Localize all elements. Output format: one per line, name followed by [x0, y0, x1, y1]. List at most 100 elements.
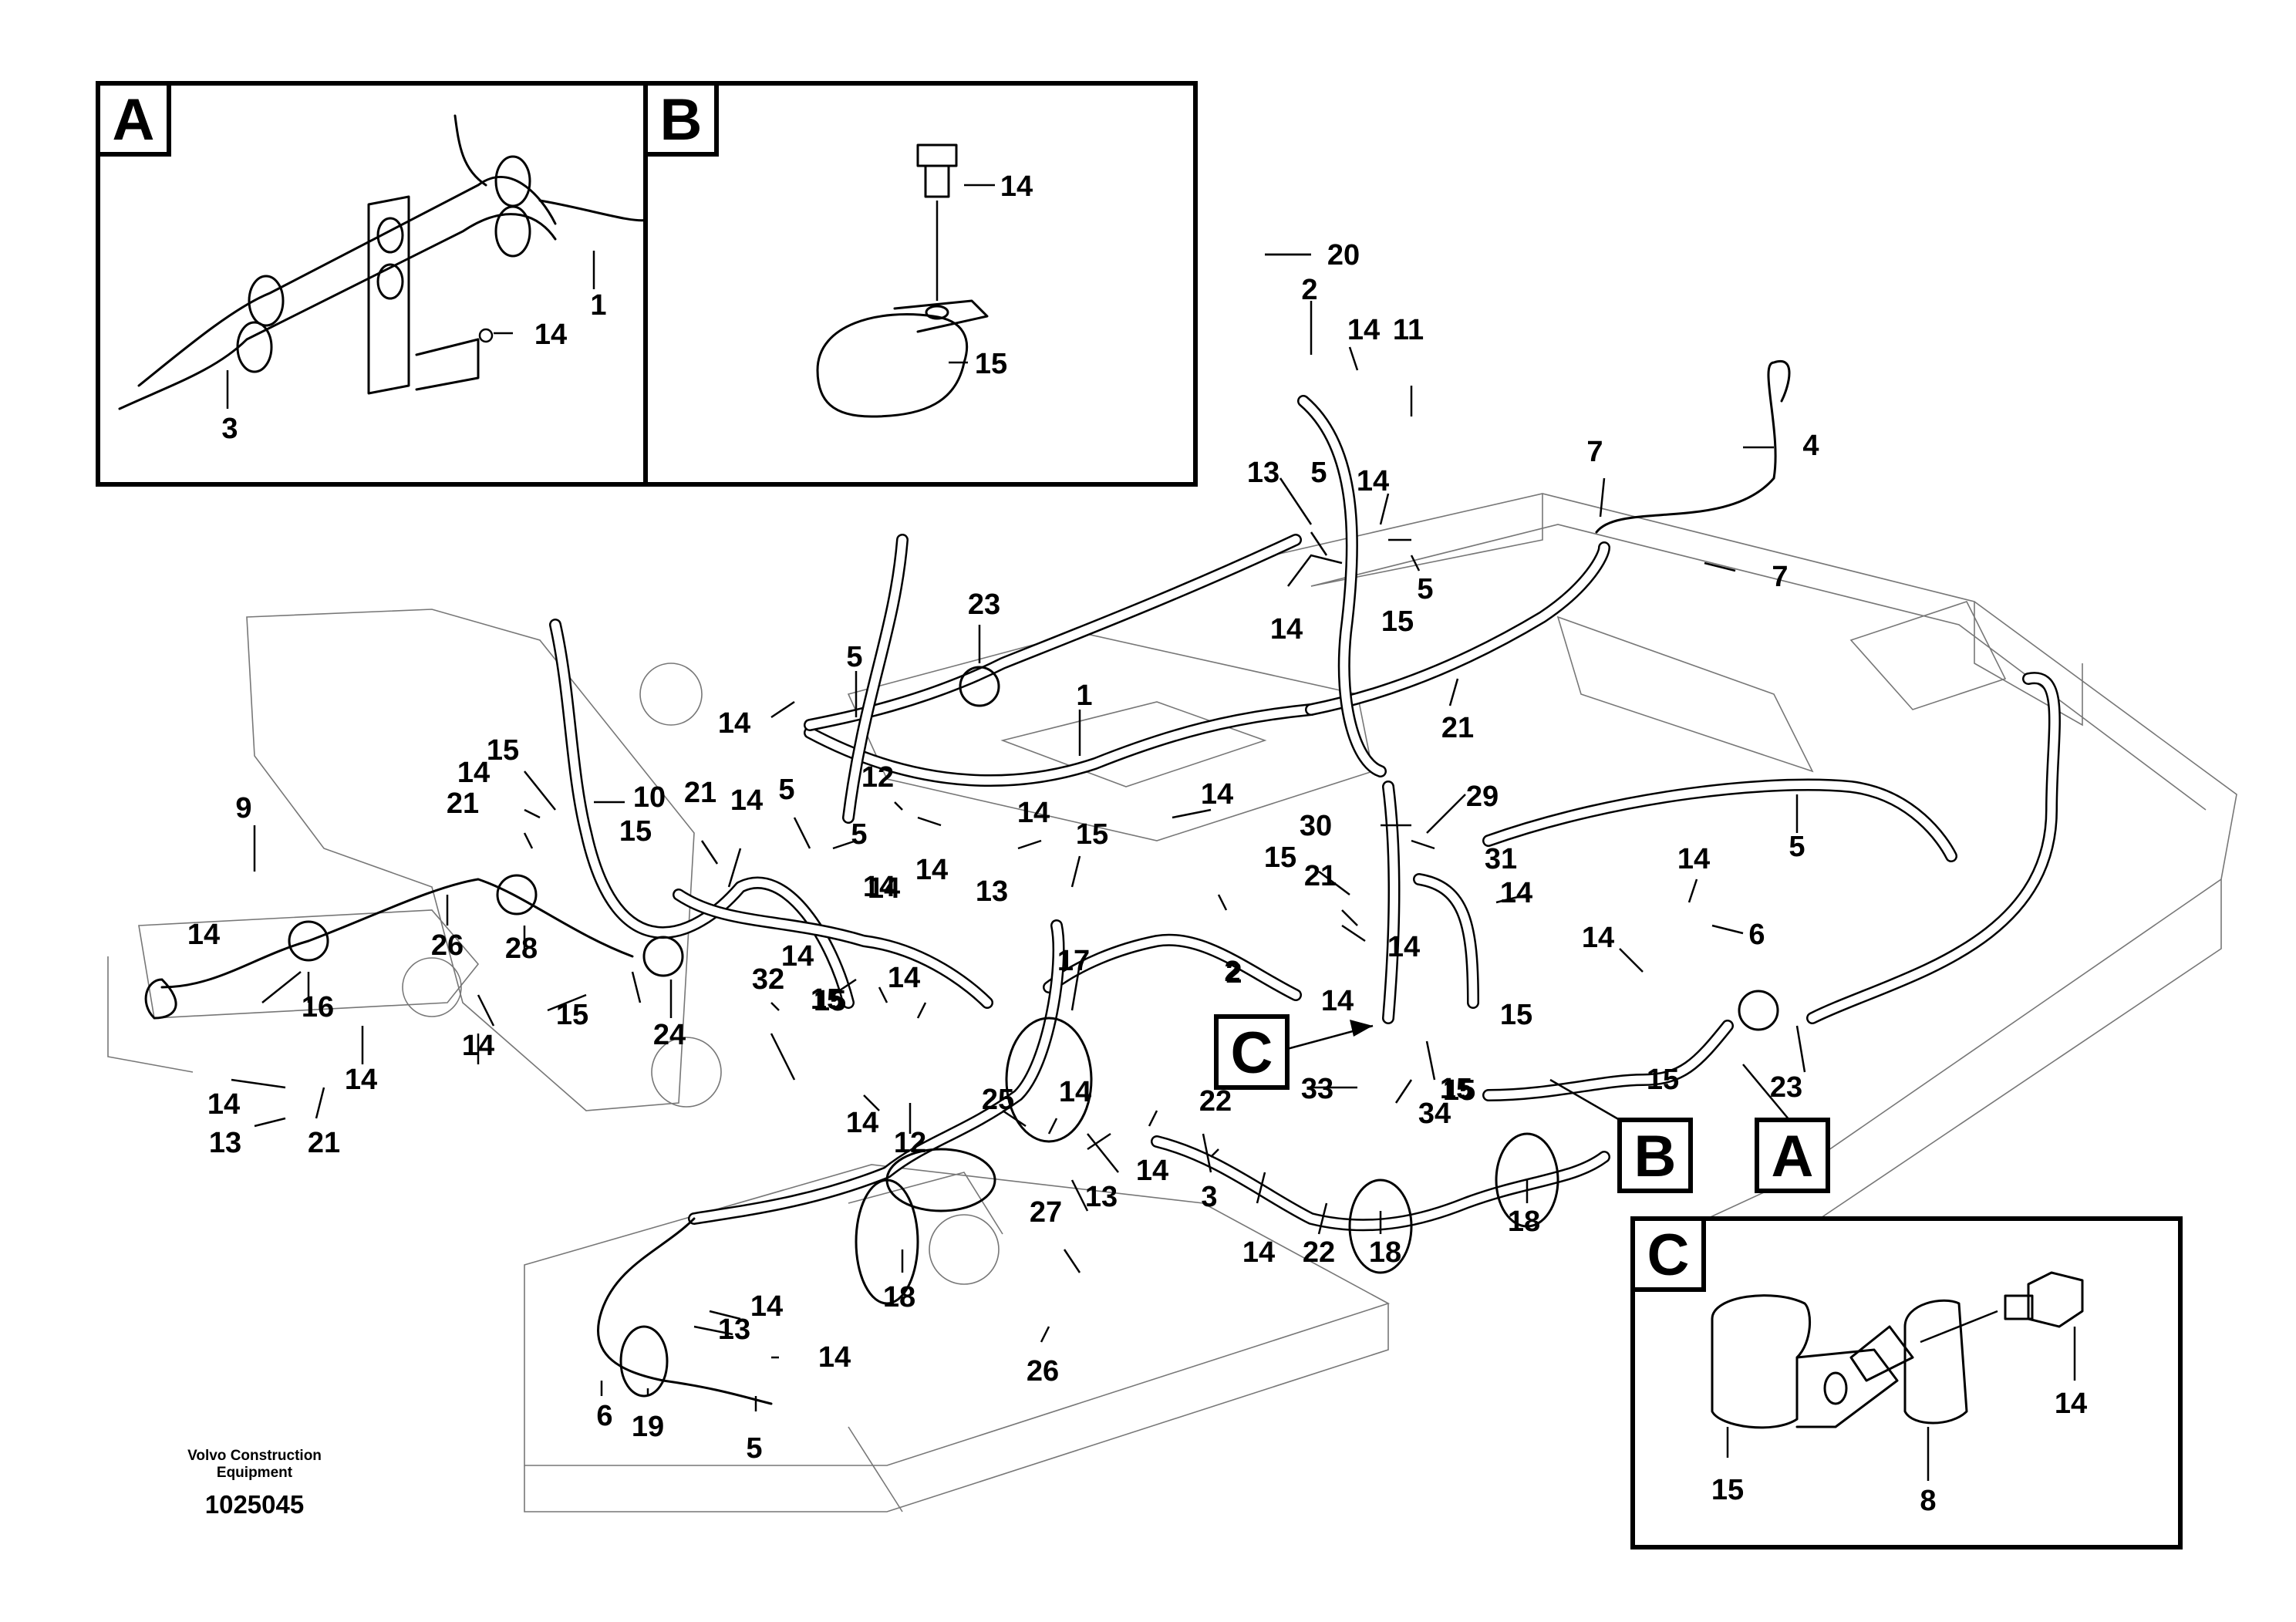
callout-14: 14 [1270, 613, 1303, 646]
callout-2: 2 [1301, 274, 1317, 306]
callout-15: 15 [1443, 1074, 1475, 1107]
detail-b-label: B [660, 87, 703, 153]
callout-31: 31 [1485, 843, 1517, 875]
callout-14: 14 [730, 784, 763, 817]
callout-17: 17 [1057, 945, 1090, 977]
pointer-box-a: A [1742, 1064, 1830, 1193]
pointer-a-label: A [1772, 1124, 1814, 1189]
callout-6: 6 [596, 1400, 612, 1432]
callout-5: 5 [778, 774, 794, 806]
callout-14: 14 [888, 962, 920, 994]
callout-25: 25 [982, 1084, 1014, 1116]
callout-15: 15 [1647, 1064, 1679, 1096]
callout-7: 7 [1586, 436, 1603, 468]
callout-15: 15 [811, 983, 843, 1016]
callout-5: 5 [746, 1432, 762, 1465]
detail-box-c: C 14 15 8 [1630, 1216, 2183, 1549]
callout-15: 15 [556, 999, 588, 1031]
callout-18: 18 [883, 1281, 915, 1313]
callout-14: 14 [1357, 465, 1389, 497]
callout-13: 13 [1085, 1181, 1118, 1213]
callout-10: 10 [633, 781, 666, 814]
callout-14: 14 [1387, 931, 1420, 963]
callout-leaders [231, 253, 1806, 1411]
callout-20: 20 [1327, 239, 1360, 271]
callout-34: 34 [1418, 1098, 1451, 1130]
callout-14: 14 [846, 1107, 878, 1139]
callout-23: 23 [1770, 1071, 1802, 1104]
callout-5: 5 [1417, 573, 1433, 605]
machine-frame-outline [107, 493, 2237, 1512]
callout-21: 21 [1304, 860, 1337, 892]
callout-c-15: 15 [1711, 1474, 1744, 1506]
callout-30: 30 [1300, 810, 1332, 842]
callout-14: 14 [345, 1064, 377, 1096]
callout-23: 23 [968, 588, 1000, 621]
callout-21: 21 [1441, 712, 1474, 744]
callout-labels: 20 2 14 11 4 7 13 5 14 7 5 15 14 23 1 5 … [187, 239, 1819, 1465]
callout-14: 14 [1321, 985, 1354, 1017]
callout-14: 14 [1582, 922, 1614, 954]
callout-22: 22 [1303, 1236, 1335, 1269]
callout-14: 14 [781, 940, 814, 973]
footer-brand-line2: Equipment [217, 1465, 293, 1481]
callout-6: 6 [1748, 919, 1765, 951]
footer-brand-line1: Volvo Construction [187, 1448, 322, 1464]
callout-14: 14 [818, 1341, 851, 1374]
pointer-b-label: B [1634, 1124, 1677, 1189]
callout-11: 11 [1393, 314, 1424, 346]
callout-15: 15 [487, 734, 519, 767]
callout-9: 9 [235, 792, 251, 824]
callout-14: 14 [462, 1030, 494, 1062]
callout-5: 5 [1789, 831, 1805, 863]
callout-5: 5 [846, 641, 862, 673]
callout-33: 33 [1301, 1073, 1333, 1105]
callout-15: 15 [1264, 841, 1296, 874]
callout-7: 7 [1772, 561, 1788, 593]
callout-a-14: 14 [534, 319, 567, 351]
callout-4: 4 [1802, 430, 1819, 462]
callout-14: 14 [207, 1088, 240, 1121]
callout-13: 13 [209, 1127, 241, 1159]
callout-15: 15 [619, 815, 652, 848]
callout-26: 26 [431, 929, 464, 962]
callout-14: 14 [457, 757, 490, 789]
drawing-number: 1025045 [205, 1490, 304, 1519]
pointer-box-c: C [1214, 1014, 1374, 1090]
callout-3: 3 [1201, 1181, 1217, 1213]
callout-c-14: 14 [2055, 1388, 2087, 1420]
callout-12: 12 [894, 1127, 926, 1159]
callout-15: 15 [1381, 605, 1414, 638]
callout-13: 13 [1247, 457, 1279, 489]
callout-29: 29 [1466, 781, 1499, 813]
callout-a-3: 3 [221, 413, 238, 445]
callout-b-15: 15 [975, 348, 1007, 380]
callout-b-14: 14 [1000, 170, 1033, 203]
callout-14: 14 [868, 872, 900, 905]
detail-box-a: A 1 14 3 [96, 81, 649, 487]
callout-15: 15 [814, 985, 846, 1017]
callout-14: 14 [1500, 877, 1532, 909]
callout-28: 28 [505, 932, 538, 965]
callout-15: 15 [1076, 818, 1108, 851]
callout-22: 22 [1199, 1085, 1232, 1118]
detail-a-label: A [113, 87, 155, 153]
callout-14: 14 [1017, 797, 1050, 829]
callout-a-1: 1 [590, 289, 606, 322]
footer: Volvo Construction Equipment 1025045 [187, 1448, 322, 1519]
callout-14: 14 [187, 919, 220, 951]
callout-14: 14 [863, 871, 895, 903]
callout-14: 14 [750, 1290, 783, 1323]
callout-32: 32 [752, 963, 784, 996]
pointer-box-b: B [1549, 1078, 1693, 1193]
callout-21: 21 [447, 787, 479, 820]
callout-18: 18 [1369, 1236, 1401, 1269]
callout-16: 16 [302, 991, 334, 1023]
callout-14: 14 [1136, 1155, 1168, 1187]
callout-5: 5 [851, 818, 867, 851]
detail-c-label: C [1647, 1222, 1690, 1288]
callout-12: 12 [861, 761, 894, 794]
callout-27: 27 [1030, 1196, 1062, 1229]
callout-15: 15 [1500, 999, 1532, 1031]
